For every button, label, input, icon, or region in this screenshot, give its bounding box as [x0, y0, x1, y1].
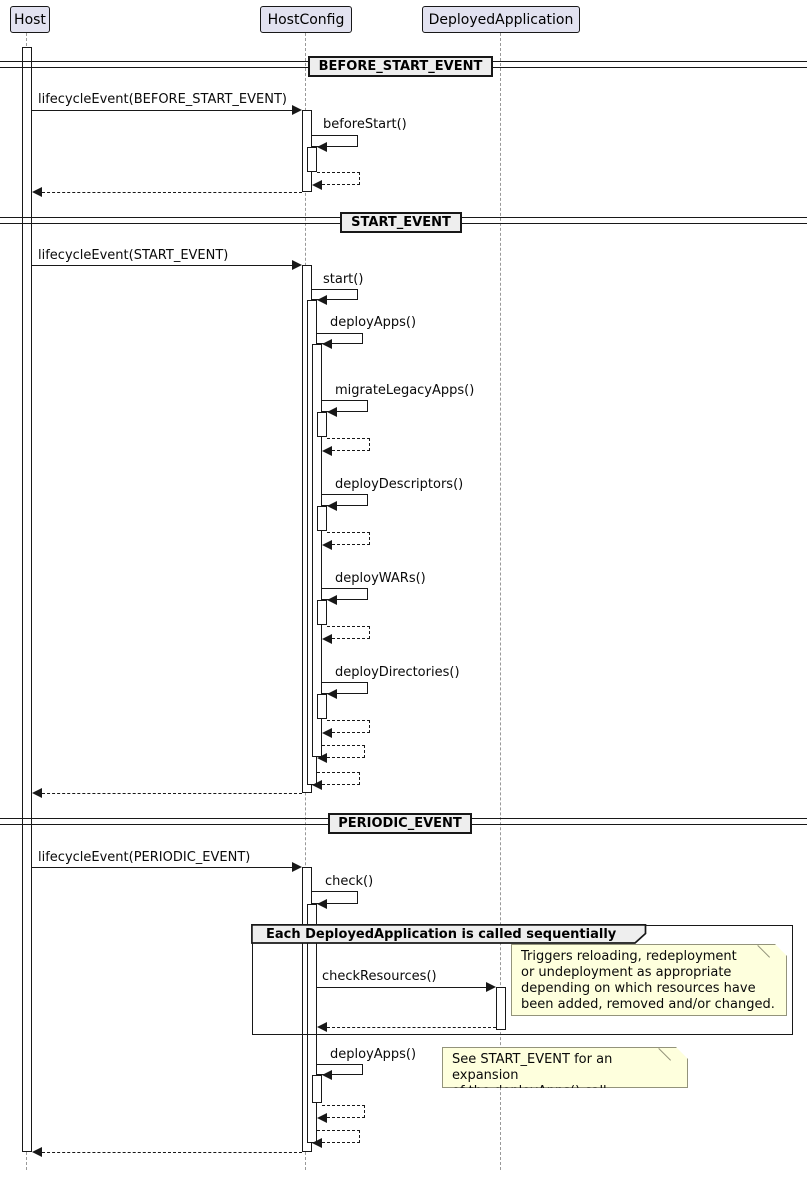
- message-label-deploy-wars: deployWARs(): [335, 571, 426, 586]
- self-return-loop: [322, 1105, 365, 1118]
- arrowhead-icon: [317, 753, 327, 763]
- self-call-loop: [312, 135, 358, 147]
- self-call-loop: [317, 333, 363, 344]
- self-return-loop: [317, 172, 360, 185]
- arrowhead-icon: [317, 899, 327, 909]
- arrowhead-icon: [312, 1138, 322, 1148]
- self-call-loop: [317, 1064, 363, 1075]
- arrowhead-icon: [327, 407, 337, 417]
- group-title: Each DeployedApplication is called seque…: [266, 927, 617, 942]
- activation-bar-host: [22, 47, 32, 1152]
- return-line: [42, 192, 302, 193]
- return-line: [42, 793, 302, 794]
- message-label-deploy-directories: deployDirectories(): [335, 665, 460, 680]
- arrowhead-icon: [317, 295, 327, 305]
- arrowhead-icon: [486, 982, 496, 992]
- message-label-check-resources: checkResources(): [322, 969, 437, 984]
- self-call-loop: [322, 494, 368, 506]
- arrowhead-icon: [322, 339, 332, 349]
- lifeline-deployedapplication: [500, 33, 501, 1170]
- arrowhead-icon: [322, 1070, 332, 1080]
- self-return-loop: [327, 532, 370, 545]
- activation-bar-nested: [317, 600, 327, 625]
- arrowhead-icon: [317, 1022, 327, 1032]
- note-deploy-apps: See START_EVENT for an expansion of the …: [442, 1047, 688, 1088]
- activation-bar-nested: [307, 147, 317, 172]
- message-label-check: check(): [325, 874, 374, 889]
- participant-hostconfig: HostConfig: [260, 6, 352, 33]
- activation-bar-nested: [312, 1075, 322, 1103]
- message-label-lifecycle-before-start: lifecycleEvent(BEFORE_START_EVENT): [38, 92, 287, 107]
- arrowhead-icon: [32, 788, 42, 798]
- group-sequential-box: Each DeployedApplication is called seque…: [251, 924, 793, 1035]
- message-line: [32, 265, 292, 266]
- arrowhead-icon: [327, 689, 337, 699]
- arrowhead-icon: [322, 728, 332, 738]
- message-label-before-start: beforeStart(): [323, 117, 407, 132]
- activation-bar-nested: [317, 506, 327, 531]
- divider-before-start-event: BEFORE_START_EVENT: [308, 56, 493, 77]
- self-return-loop: [317, 1130, 360, 1143]
- arrowhead-icon: [327, 595, 337, 605]
- arrowhead-icon: [322, 446, 332, 456]
- participant-deployedapplication: DeployedApplication: [422, 6, 580, 33]
- self-return-loop: [327, 438, 370, 451]
- arrowhead-icon: [312, 180, 322, 190]
- self-call-loop: [312, 289, 358, 300]
- note-check-resources: Triggers reloading, redeployment or unde…: [511, 944, 787, 1016]
- arrowhead-icon: [292, 105, 302, 115]
- arrowhead-icon: [292, 260, 302, 270]
- activation-bar-nested: [317, 694, 327, 719]
- participant-host: Host: [10, 6, 50, 33]
- divider-start-event: START_EVENT: [340, 212, 462, 233]
- arrowhead-icon: [322, 634, 332, 644]
- message-line: [317, 987, 486, 988]
- arrowhead-icon: [317, 142, 327, 152]
- message-label-lifecycle-start: lifecycleEvent(START_EVENT): [38, 248, 229, 263]
- self-call-loop: [322, 588, 368, 600]
- activation-bar-deployedapplication: [496, 987, 506, 1030]
- self-return-loop: [327, 720, 370, 733]
- self-return-loop: [317, 772, 360, 785]
- arrowhead-icon: [327, 501, 337, 511]
- activation-bar-nested: [317, 412, 327, 437]
- message-line: [32, 110, 292, 111]
- arrowhead-icon: [312, 780, 322, 790]
- divider-periodic-event: PERIODIC_EVENT: [328, 813, 472, 834]
- group-header-shape: [251, 924, 647, 945]
- arrowhead-icon: [32, 1147, 42, 1157]
- arrowhead-icon: [292, 862, 302, 872]
- arrowhead-icon: [317, 1113, 327, 1123]
- message-label-deploy-apps: deployApps(): [330, 315, 417, 330]
- message-label-deploy-apps-periodic: deployApps(): [330, 1047, 417, 1062]
- self-return-loop: [327, 626, 370, 639]
- message-label-start: start(): [323, 272, 364, 287]
- return-line: [42, 1152, 302, 1153]
- return-line: [327, 1027, 496, 1028]
- message-label-deploy-descriptors: deployDescriptors(): [335, 477, 464, 492]
- message-label-migrate-legacy-apps: migrateLegacyApps(): [335, 383, 475, 398]
- message-label-lifecycle-periodic: lifecycleEvent(PERIODIC_EVENT): [38, 850, 251, 865]
- self-return-loop: [322, 745, 365, 758]
- self-call-loop: [322, 682, 368, 694]
- arrowhead-icon: [32, 187, 42, 197]
- arrowhead-icon: [322, 540, 332, 550]
- self-call-loop: [312, 891, 358, 904]
- message-line: [32, 867, 292, 868]
- self-call-loop: [322, 400, 368, 412]
